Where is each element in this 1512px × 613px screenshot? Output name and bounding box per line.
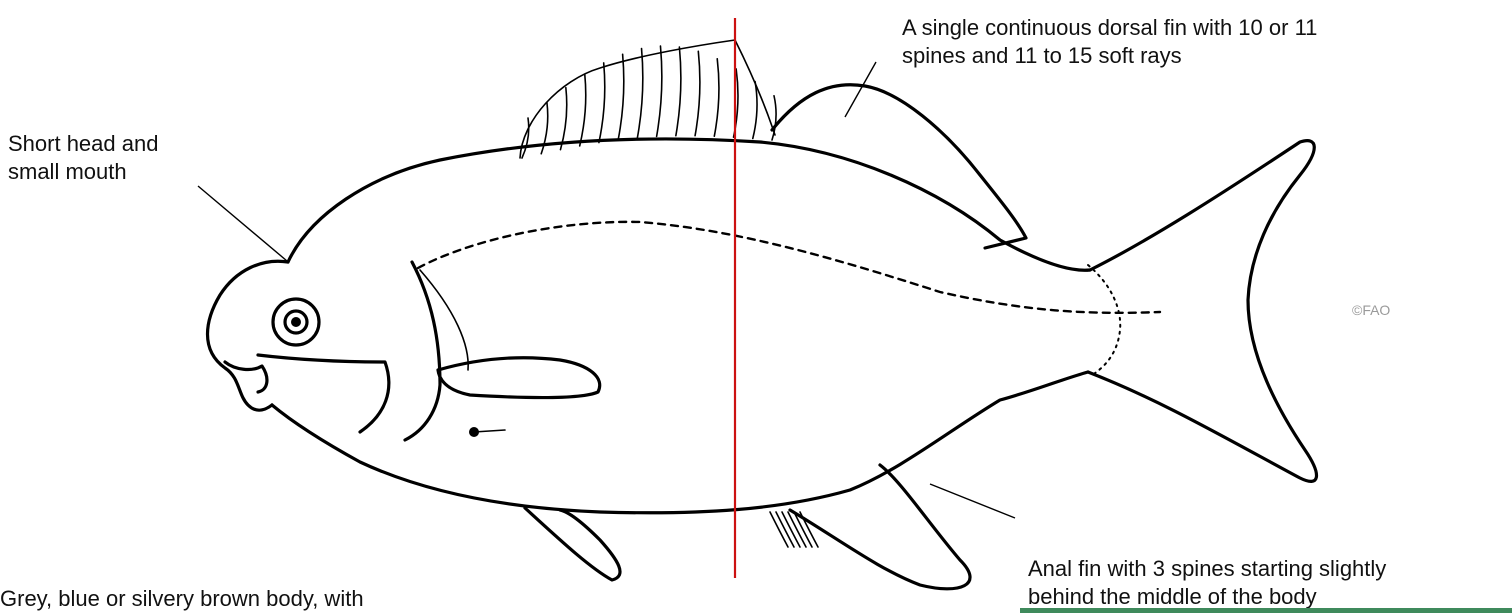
eye-pupil (291, 317, 301, 327)
lateral-line (418, 222, 1160, 313)
dorsal-spine (522, 118, 529, 158)
dorsal-spine (580, 74, 586, 146)
head-pointer-line (198, 186, 287, 261)
dorsal-spine (676, 47, 681, 136)
dorsal-fin-annotation-line-2: spines and 11 to 15 soft rays (902, 42, 1317, 70)
pectoral-fin (438, 358, 600, 398)
dorsal-spine (695, 51, 700, 135)
bottom-green-bar (1020, 608, 1512, 613)
dorsal-fin-soft-lobe (772, 85, 1026, 248)
dorsal-spine (618, 54, 624, 140)
dorsal-spine (657, 46, 662, 136)
dorsal-spine (560, 88, 566, 150)
anal-fin-annotation-line-2: behind the middle of the body (1028, 583, 1386, 611)
dorsal-spine (753, 81, 757, 138)
gill-cover-inner (420, 270, 468, 370)
dorsal-fin-annotation-line-1: A single continuous dorsal fin with 10 o… (902, 14, 1317, 42)
body-colour-annotation-line-1: Grey, blue or silvery brown body, with (0, 585, 364, 613)
anal-fin-spines (770, 512, 818, 547)
preopercle (258, 355, 389, 432)
anal-fin-annotation: Anal fin with 3 spines starting slightly… (1028, 555, 1386, 611)
body-outline-upper (288, 139, 1090, 270)
copyright-credit: ©FAO (1352, 302, 1390, 318)
dorsal-spine (714, 59, 719, 136)
caudal-fin-base (1088, 265, 1120, 375)
body-colour-annotation: Grey, blue or silvery brown body, with (0, 585, 364, 613)
dorsal-spine (599, 63, 605, 143)
dorsal-fin-annotation: A single continuous dorsal fin with 10 o… (902, 14, 1317, 70)
head-annotation-line-2: small mouth (8, 158, 158, 186)
caudal-fin (1088, 141, 1316, 482)
pelvic-fin (525, 508, 620, 580)
body-outline-lower (272, 372, 1088, 513)
dorsal-fin-pointer-line (845, 62, 876, 117)
head-annotation-line-1: Short head and (8, 130, 158, 158)
anal-fin (790, 465, 970, 589)
anal-fin-annotation-line-1: Anal fin with 3 spines starting slightly (1028, 555, 1386, 583)
anal-fin-pointer-line (930, 484, 1015, 518)
head-annotation: Short head and small mouth (8, 130, 158, 186)
mouth (225, 362, 267, 392)
dorsal-spine (637, 49, 642, 138)
